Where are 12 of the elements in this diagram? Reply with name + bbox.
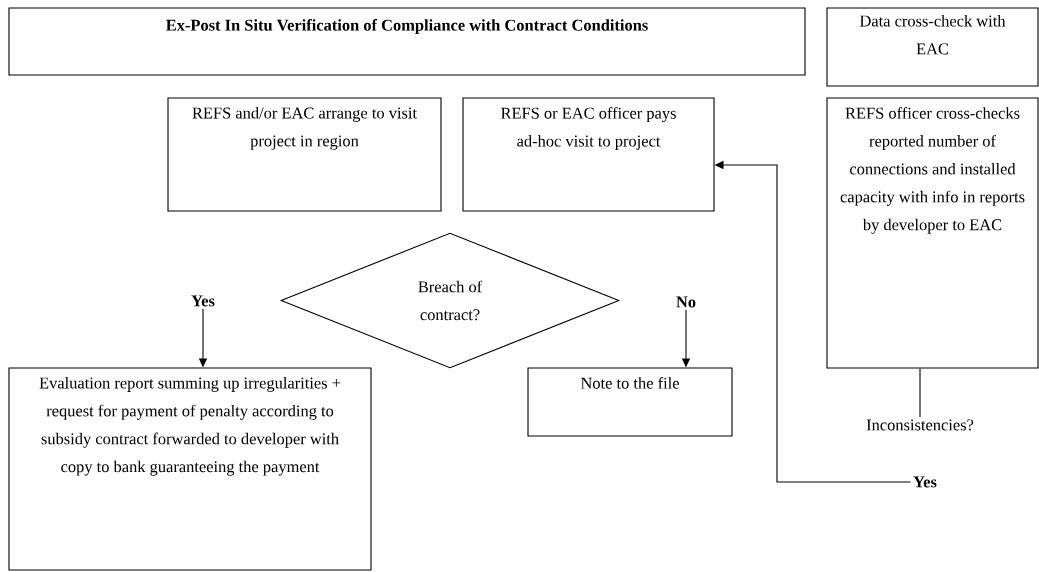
- process-box: Data cross-check with EAC: [826, 7, 1039, 87]
- note-box: Note to the file: [527, 367, 733, 437]
- process-box: REFS or EAC officer pays ad-hoc visit to project: [462, 97, 715, 212]
- branch-label: No: [676, 296, 696, 308]
- connector-line: [919, 368, 921, 418]
- process-box: REFS and/or EAC arrange to visit project in region: [167, 97, 442, 212]
- branch-label: Yes: [191, 295, 215, 307]
- question-label: Inconsistencies?: [866, 419, 974, 431]
- branch-label: Yes: [913, 476, 937, 488]
- process-box: REFS officer cross-checks reported number of connections and installed capacity with info in reports by developer to EAC: [826, 97, 1039, 369]
- process-box: Evaluation report summing up irregularities + request for payment of penalty according to subsidy contract forwarded to developer with copy to bank guaranteeing the payment: [8, 367, 372, 571]
- title-box: Ex-Post In Situ Verification of Compliance with Contract Conditions: [8, 7, 806, 76]
